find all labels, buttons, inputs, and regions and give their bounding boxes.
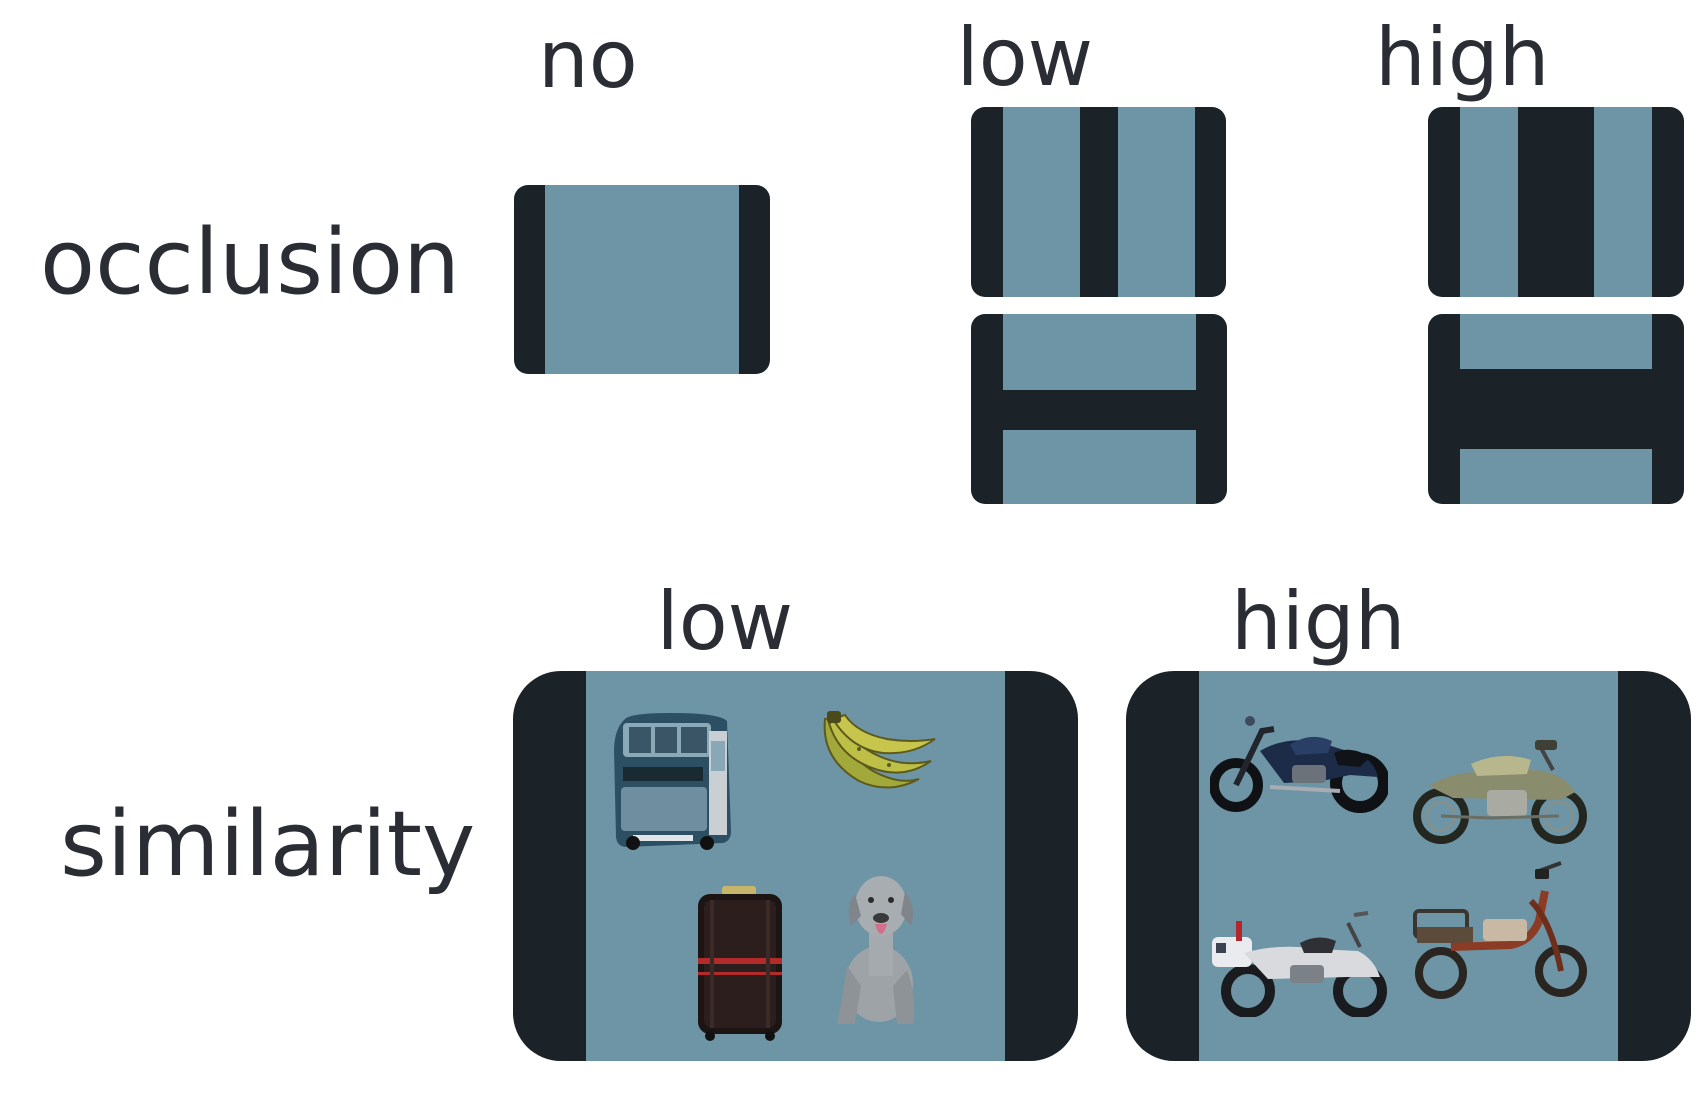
no-occlusion-frame [514,185,770,374]
bus-icon [611,711,735,856]
high-occlusion-horizontal-frame [1428,314,1684,504]
dog-icon [827,866,925,1026]
low-occlusion-horizontal-bar [1003,390,1196,430]
occlusion-level-high-label: high [1375,11,1550,104]
similarity-level-low-label: low [656,575,794,668]
banana-icon [819,709,937,795]
similarity-level-high-label: high [1231,575,1406,668]
vintage-motorcycle-icon [1411,736,1589,846]
similarity-row-label: similarity [60,792,476,897]
cruiser-motorcycle-icon [1210,711,1388,813]
low-occlusion-vertical-bar [1080,107,1118,297]
low-occlusion-vertical-frame [971,107,1226,297]
occlusion-level-no-label: no [538,13,638,106]
high-occlusion-vertical-frame [1428,107,1684,297]
occlusion-level-low-label: low [956,11,1094,104]
high-occlusion-vertical-bar [1518,107,1594,297]
low-similarity-frame [513,671,1078,1061]
high-similarity-frame [1126,671,1691,1061]
high-occlusion-horizontal-bar [1460,369,1652,449]
occlusion-row-label: occlusion [40,210,461,315]
moped-icon [1411,861,1591,1001]
no-occlusion-screen [545,185,739,374]
suitcase-icon [694,886,786,1041]
police-motorcycle-icon [1208,903,1388,1017]
low-occlusion-horizontal-frame [971,314,1227,504]
